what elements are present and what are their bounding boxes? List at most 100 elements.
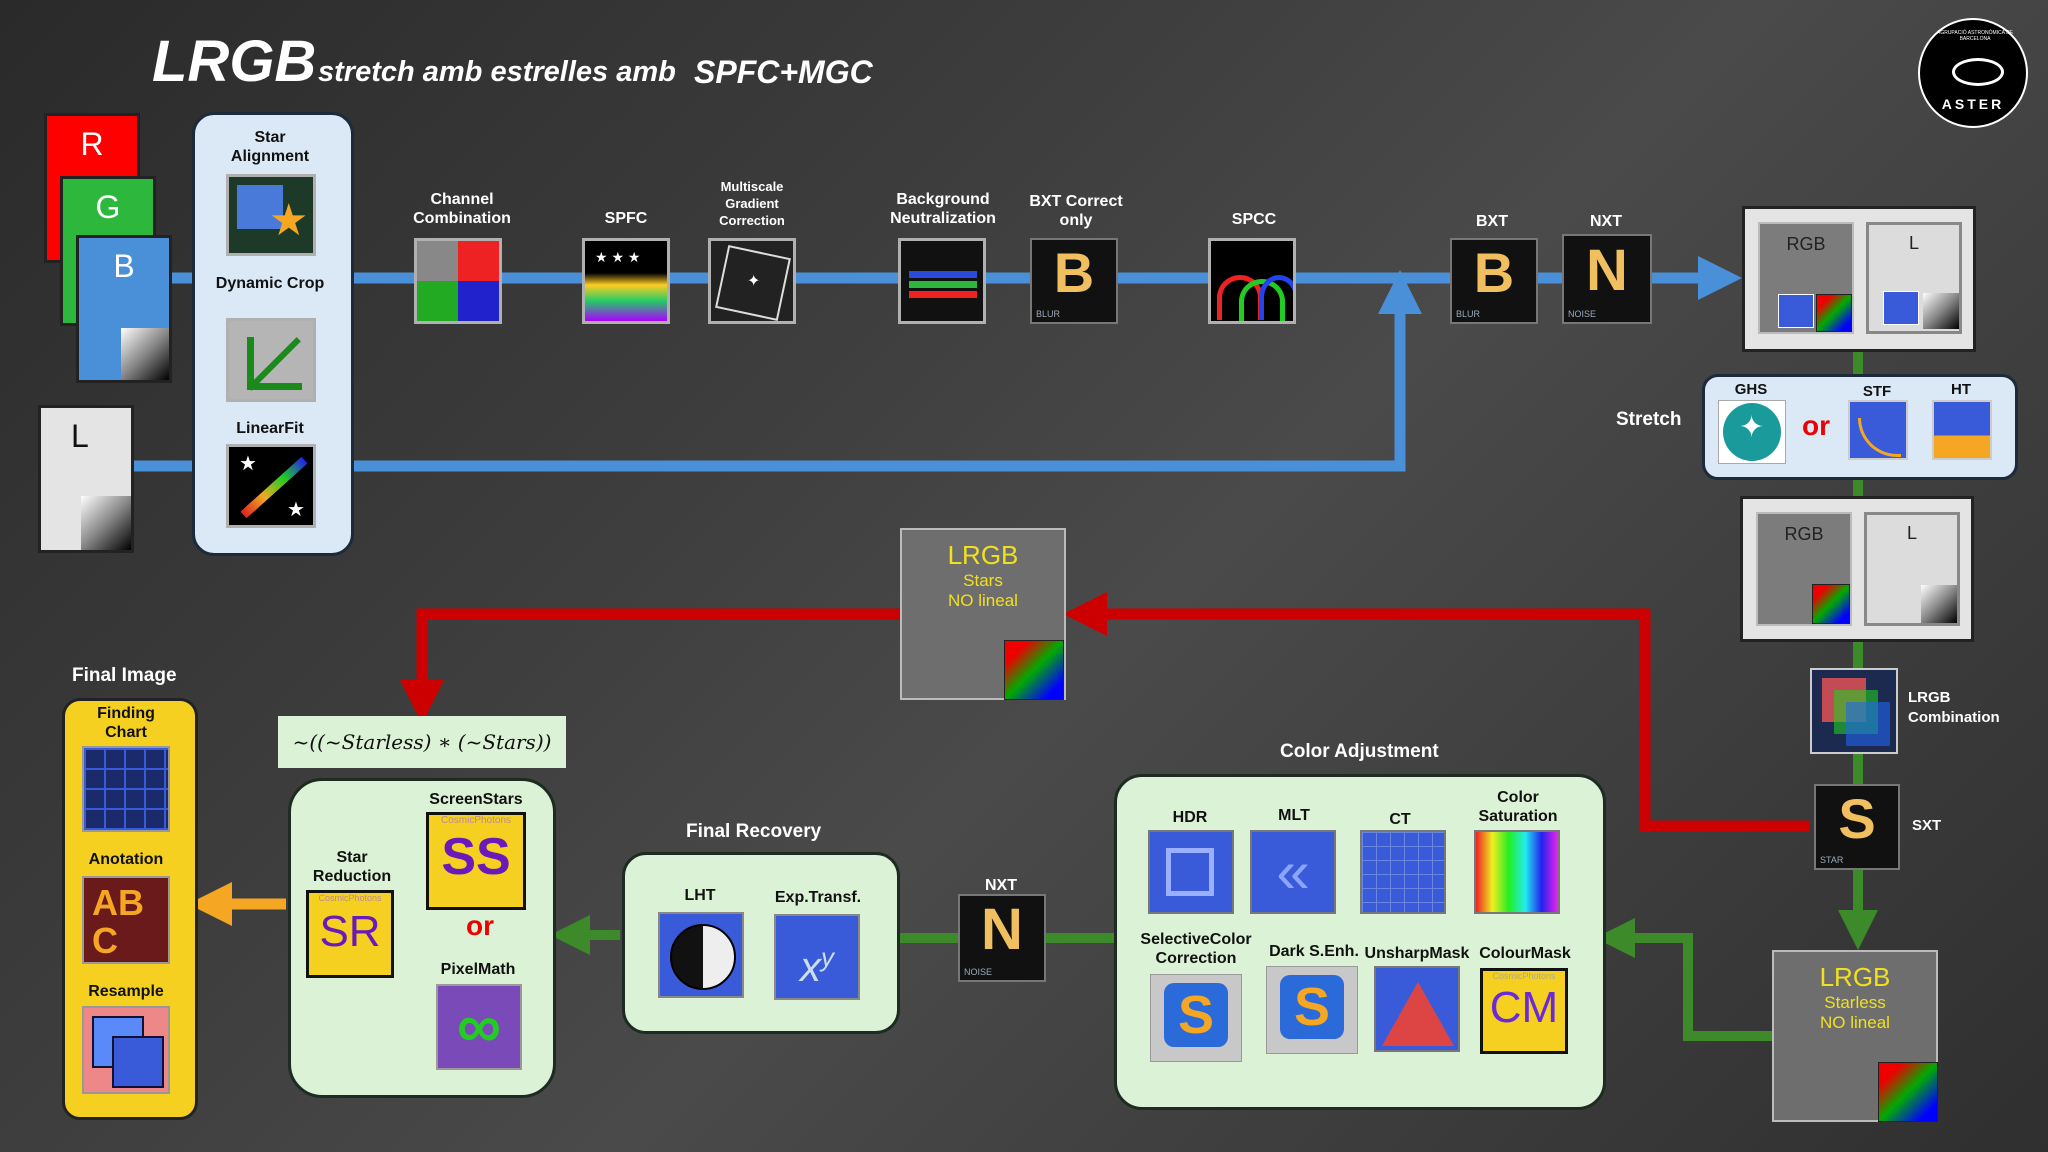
sxt-label: SXT xyxy=(1912,817,1942,834)
exp-transf-icon[interactable]: xy xyxy=(774,914,860,1000)
rgb-image-1-label: RGB xyxy=(1786,234,1826,254)
bxt-correct-label: BXT Correct only xyxy=(1029,193,1123,229)
channel-b-label: B xyxy=(113,248,135,284)
mgc-icon[interactable]: ✦ xyxy=(708,238,796,324)
bn-icon[interactable] xyxy=(898,238,986,324)
bxt-letter: B xyxy=(1053,241,1095,304)
star-alignment-label: Star Alignment xyxy=(230,129,310,165)
channel-b: B xyxy=(76,235,172,383)
stars-line2: NO lineal xyxy=(948,591,1018,610)
color-saturation-icon[interactable] xyxy=(1474,830,1560,914)
dynamic-crop-icon[interactable] xyxy=(226,318,316,402)
colour-mask-icon[interactable]: CosmicPhotons CM xyxy=(1480,968,1568,1054)
hdr-icon[interactable] xyxy=(1148,830,1234,914)
exp-transf-label: Exp.Transf. xyxy=(774,889,862,906)
nxt-letter: N xyxy=(1586,238,1628,303)
channel-b-gradient xyxy=(121,328,169,380)
lht-icon[interactable] xyxy=(658,912,744,998)
stretch-or: or xyxy=(1802,410,1830,441)
ghs-icon[interactable]: ✦ xyxy=(1718,400,1786,464)
nxt2-letter: N xyxy=(981,897,1023,962)
color-saturation-label: Color Saturation xyxy=(1478,789,1558,825)
lrgb-combination-icon[interactable] xyxy=(1810,668,1898,754)
l-image-2-label: L xyxy=(1907,523,1918,543)
bxt-icon[interactable]: B BLUR xyxy=(1450,238,1538,324)
anotation-letters: AB C xyxy=(92,882,144,961)
logo-text: ASTER xyxy=(1941,96,2005,112)
dark-structure-icon[interactable]: S xyxy=(1266,966,1358,1054)
channel-combination-icon[interactable] xyxy=(414,238,502,324)
blue-line-lum xyxy=(130,270,1422,472)
pixelmath-icon[interactable]: ∞ xyxy=(436,984,522,1070)
nxt2-icon[interactable]: N NOISE xyxy=(958,894,1046,982)
colour-mask-letter: CM xyxy=(1489,983,1559,1032)
selective-color-icon[interactable]: S xyxy=(1150,974,1242,1062)
final-recovery-title: Final Recovery xyxy=(686,821,822,842)
stars-title: LRGB xyxy=(947,540,1019,570)
spcc-icon[interactable] xyxy=(1208,238,1296,324)
channel-l-gradient xyxy=(81,496,131,550)
ghs-label: GHS xyxy=(1734,381,1768,398)
bxt-correct-icon[interactable]: B BLUR xyxy=(1030,238,1118,324)
star-reduction-letter: SR xyxy=(319,907,381,956)
starless-title: LRGB xyxy=(1819,962,1891,992)
resample-icon[interactable] xyxy=(82,1006,170,1094)
channel-g-label: G xyxy=(95,189,121,225)
spcc-label: SPCC xyxy=(1231,211,1277,228)
star-alignment-icon[interactable]: ★ xyxy=(226,174,316,256)
star-reduction-brand: CosmicPhotons xyxy=(318,893,382,903)
rgb-image-2-label: RGB xyxy=(1784,524,1824,544)
colour-mask-label: ColourMask xyxy=(1479,945,1571,962)
logo-text-top: AGRUPACIÓ ASTRONÒMICA DE BARCELONA xyxy=(1936,30,2014,42)
spfc-label: SPFC xyxy=(604,210,648,227)
mlt-icon[interactable]: « xyxy=(1250,830,1336,914)
dark-structure-letter: S xyxy=(1280,975,1344,1039)
mgc-label: Multiscale Gradient Correction xyxy=(719,179,785,228)
lrgb-stars-box: LRGB Stars NO lineal xyxy=(900,528,1066,700)
unsharp-mask-label: UnsharpMask xyxy=(1364,945,1470,962)
lrgb-combination-label: LRGB Combination xyxy=(1908,689,2000,726)
color-adjustment-title: Color Adjustment xyxy=(1280,741,1439,762)
logo-planet-icon xyxy=(1952,58,2004,86)
nxt-sub: NOISE xyxy=(1568,309,1597,319)
red-line xyxy=(1063,592,1810,832)
stf-icon[interactable] xyxy=(1848,400,1908,460)
nxt-icon[interactable]: N NOISE xyxy=(1562,234,1652,324)
page-subtitle-method: SPFC+MGC xyxy=(694,54,873,90)
spfc-icon[interactable]: ★ ★ ★ xyxy=(582,238,670,324)
screenstars-brand: CosmicPhotons xyxy=(440,815,512,826)
stf-label: STF xyxy=(1862,383,1892,400)
l-image-1: L xyxy=(1866,222,1962,334)
selective-color-label: SelectiveColor Correction xyxy=(1140,931,1252,967)
nxt-label: NXT xyxy=(1590,213,1622,230)
rgb-image-1: RGB xyxy=(1758,222,1854,334)
anotation-icon[interactable]: AB C xyxy=(82,876,170,964)
linear-fit-label: LinearFit xyxy=(236,420,304,437)
channel-combination-label: Channel Combination xyxy=(413,191,511,227)
finding-chart-icon[interactable] xyxy=(82,746,170,832)
stretch-label: Stretch xyxy=(1616,409,1682,430)
star-panel-or: or xyxy=(466,910,494,941)
red-line-left xyxy=(400,608,905,724)
lrgb-starless-box: LRGB Starless NO lineal xyxy=(1772,950,1938,1122)
l-image-2: L xyxy=(1864,512,1960,626)
pixelmath-label: PixelMath xyxy=(440,961,516,978)
ct-icon[interactable] xyxy=(1360,830,1446,914)
bxt2-sub: BLUR xyxy=(1456,309,1481,319)
star-reduction-icon[interactable]: CosmicPhotons SR xyxy=(306,890,394,978)
screenstars-letter: SS xyxy=(441,828,511,886)
unsharp-mask-icon[interactable] xyxy=(1374,966,1460,1052)
ht-icon[interactable] xyxy=(1932,400,1992,460)
green-line-return xyxy=(1595,918,1772,1041)
page-title: LRGB xyxy=(152,29,317,94)
screenstars-icon[interactable]: CosmicPhotons SS xyxy=(426,812,526,910)
sxt-letter: S xyxy=(1838,787,1876,850)
bxt2-letter: B xyxy=(1473,241,1515,304)
screenstars-label: ScreenStars xyxy=(429,791,523,808)
ht-label: HT xyxy=(1951,381,1971,398)
sxt-icon[interactable]: S STAR xyxy=(1814,784,1900,870)
bxt-label: BXT xyxy=(1476,213,1508,230)
linear-fit-icon[interactable]: ★ ★ xyxy=(226,444,316,528)
resample-label: Resample xyxy=(88,983,164,1000)
